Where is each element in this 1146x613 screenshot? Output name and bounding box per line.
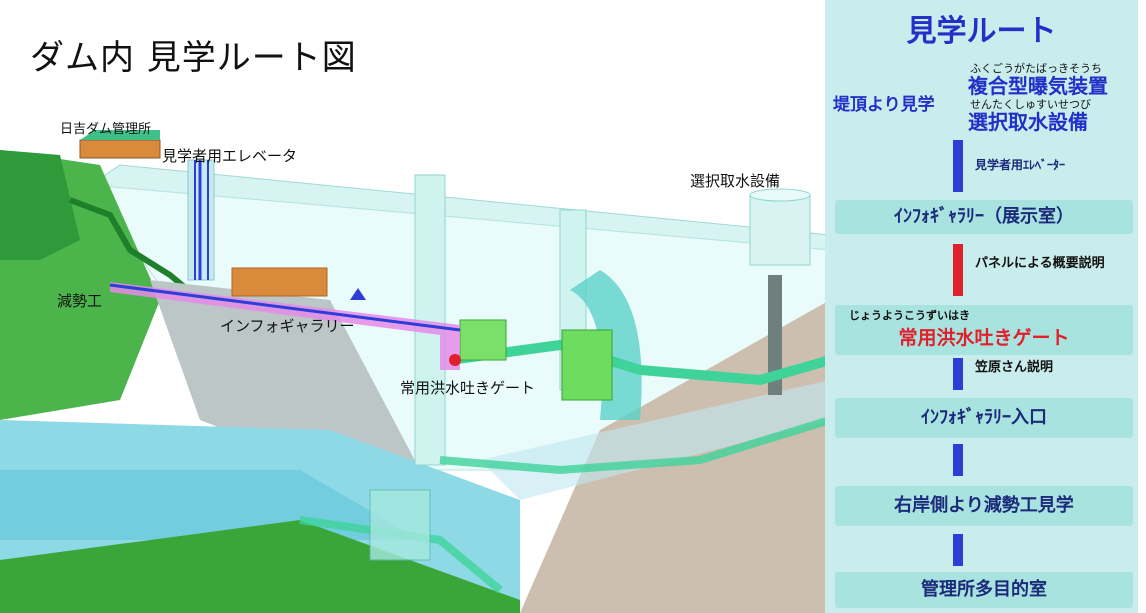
route-box-office-room: 管理所多目的室 (835, 572, 1133, 608)
connector-1 (953, 140, 963, 192)
link-panel-explanation: パネルによる概要説明 (975, 256, 1105, 271)
label-flood-gate: 常用洪水吐きゲート (400, 379, 536, 397)
stop2-reading: せんたくしゅすいせつび (970, 98, 1091, 111)
label-intake-tower: 選択取水設備 (690, 172, 781, 190)
label-elevator: 見学者用エレベータ (162, 147, 298, 165)
stop1: 複合型曝気装置 (968, 74, 1108, 98)
label-office: 日吉ダム管理所 (60, 122, 152, 137)
label-stilling-basin: 減勢工 (57, 292, 103, 310)
link-kasahara: 笠原さん説明 (975, 360, 1054, 375)
connector-4 (953, 444, 963, 476)
office-building (79, 139, 161, 159)
valve-box (561, 329, 613, 401)
route-title: 見学ルート (906, 14, 1057, 49)
box2-label: 常用洪水吐きゲート (898, 327, 1070, 349)
route-box-gallery-showroom: ｲﾝﾌｫｷﾞｬﾗﾘｰ（展示室） (835, 200, 1133, 234)
page-title: ダム内 見学ルート図 (30, 38, 357, 78)
box2-reading: じょうようこうずいはき (849, 309, 970, 322)
spillway-apron (150, 280, 420, 470)
connector-2 (953, 244, 963, 296)
route-start: 堤頂より見学 (833, 95, 935, 115)
route-box-right-bank: 右岸側より減勢工見学 (835, 486, 1133, 526)
link-elevator: 見学者用ｴﾚﾍﾞｰﾀｰ (975, 158, 1066, 172)
stop1-reading: ふくごうがたばっきそうち (970, 62, 1102, 75)
gate-house (459, 319, 507, 361)
stop2: 選択取水設備 (968, 110, 1088, 134)
route-box-flood-gate: じょうようこうずいはき 常用洪水吐きゲート (835, 305, 1133, 355)
connector-3 (953, 358, 963, 390)
info-gallery-block (231, 267, 328, 297)
connector-5 (953, 534, 963, 566)
label-info-gallery: インフォギャラリー (220, 317, 355, 335)
route-box-gallery-entrance: ｲﾝﾌｫｷﾞｬﾗﾘｰ入口 (835, 398, 1133, 438)
